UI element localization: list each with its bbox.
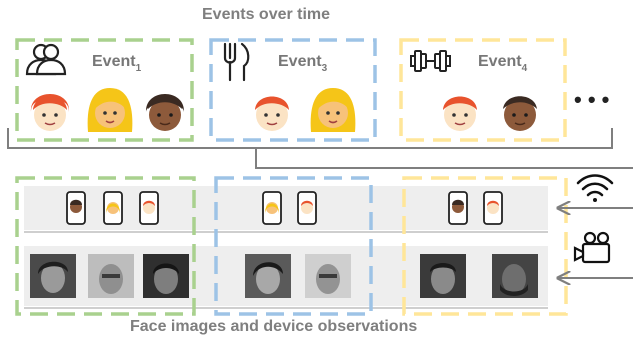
red-hair-face bbox=[443, 96, 477, 131]
face-photo bbox=[420, 254, 466, 298]
phone-blonde bbox=[103, 191, 123, 225]
event-1-label: Event1 bbox=[92, 53, 142, 74]
event-4-faces bbox=[443, 96, 537, 131]
face-photo bbox=[30, 254, 76, 298]
face-photo bbox=[88, 254, 134, 298]
event-3-label: Event3 bbox=[278, 53, 328, 74]
face-photo bbox=[305, 254, 351, 298]
event-4-box bbox=[399, 38, 567, 142]
face-photo bbox=[245, 254, 291, 298]
blonde-face bbox=[87, 88, 133, 132]
phone-red bbox=[139, 191, 159, 225]
event-3-faces bbox=[255, 88, 356, 132]
phone-dark bbox=[448, 191, 468, 225]
device-strip bbox=[24, 186, 548, 230]
face-photo bbox=[143, 254, 189, 298]
people-icon bbox=[25, 43, 67, 76]
event-1-faces bbox=[30, 88, 185, 132]
blonde-face bbox=[310, 88, 356, 132]
phone-blonde bbox=[262, 191, 282, 225]
phone-red bbox=[297, 191, 317, 225]
observation-3-box bbox=[214, 176, 373, 316]
phone-dark bbox=[66, 191, 86, 225]
dumbbell-icon bbox=[410, 50, 451, 72]
face-photo bbox=[492, 254, 538, 298]
dark-face bbox=[503, 96, 537, 131]
observation-4-box bbox=[402, 176, 568, 316]
phone-red bbox=[483, 191, 503, 225]
bottom-caption: Face images and device observations bbox=[130, 318, 418, 335]
red-hair-face bbox=[255, 96, 289, 131]
diagram-title: Events over time bbox=[202, 6, 331, 23]
event-4-label: Event4 bbox=[478, 53, 528, 74]
red-hair-face bbox=[30, 94, 70, 131]
wifi-icon bbox=[576, 174, 614, 202]
video-camera-icon bbox=[573, 231, 611, 264]
observation-1-box bbox=[15, 176, 196, 316]
fork-knife-icon bbox=[223, 42, 250, 82]
events-bracket bbox=[7, 128, 633, 169]
dark-face bbox=[145, 94, 185, 131]
ellipsis: • • • bbox=[574, 87, 609, 112]
phones bbox=[66, 191, 503, 225]
face-photos bbox=[30, 254, 538, 298]
